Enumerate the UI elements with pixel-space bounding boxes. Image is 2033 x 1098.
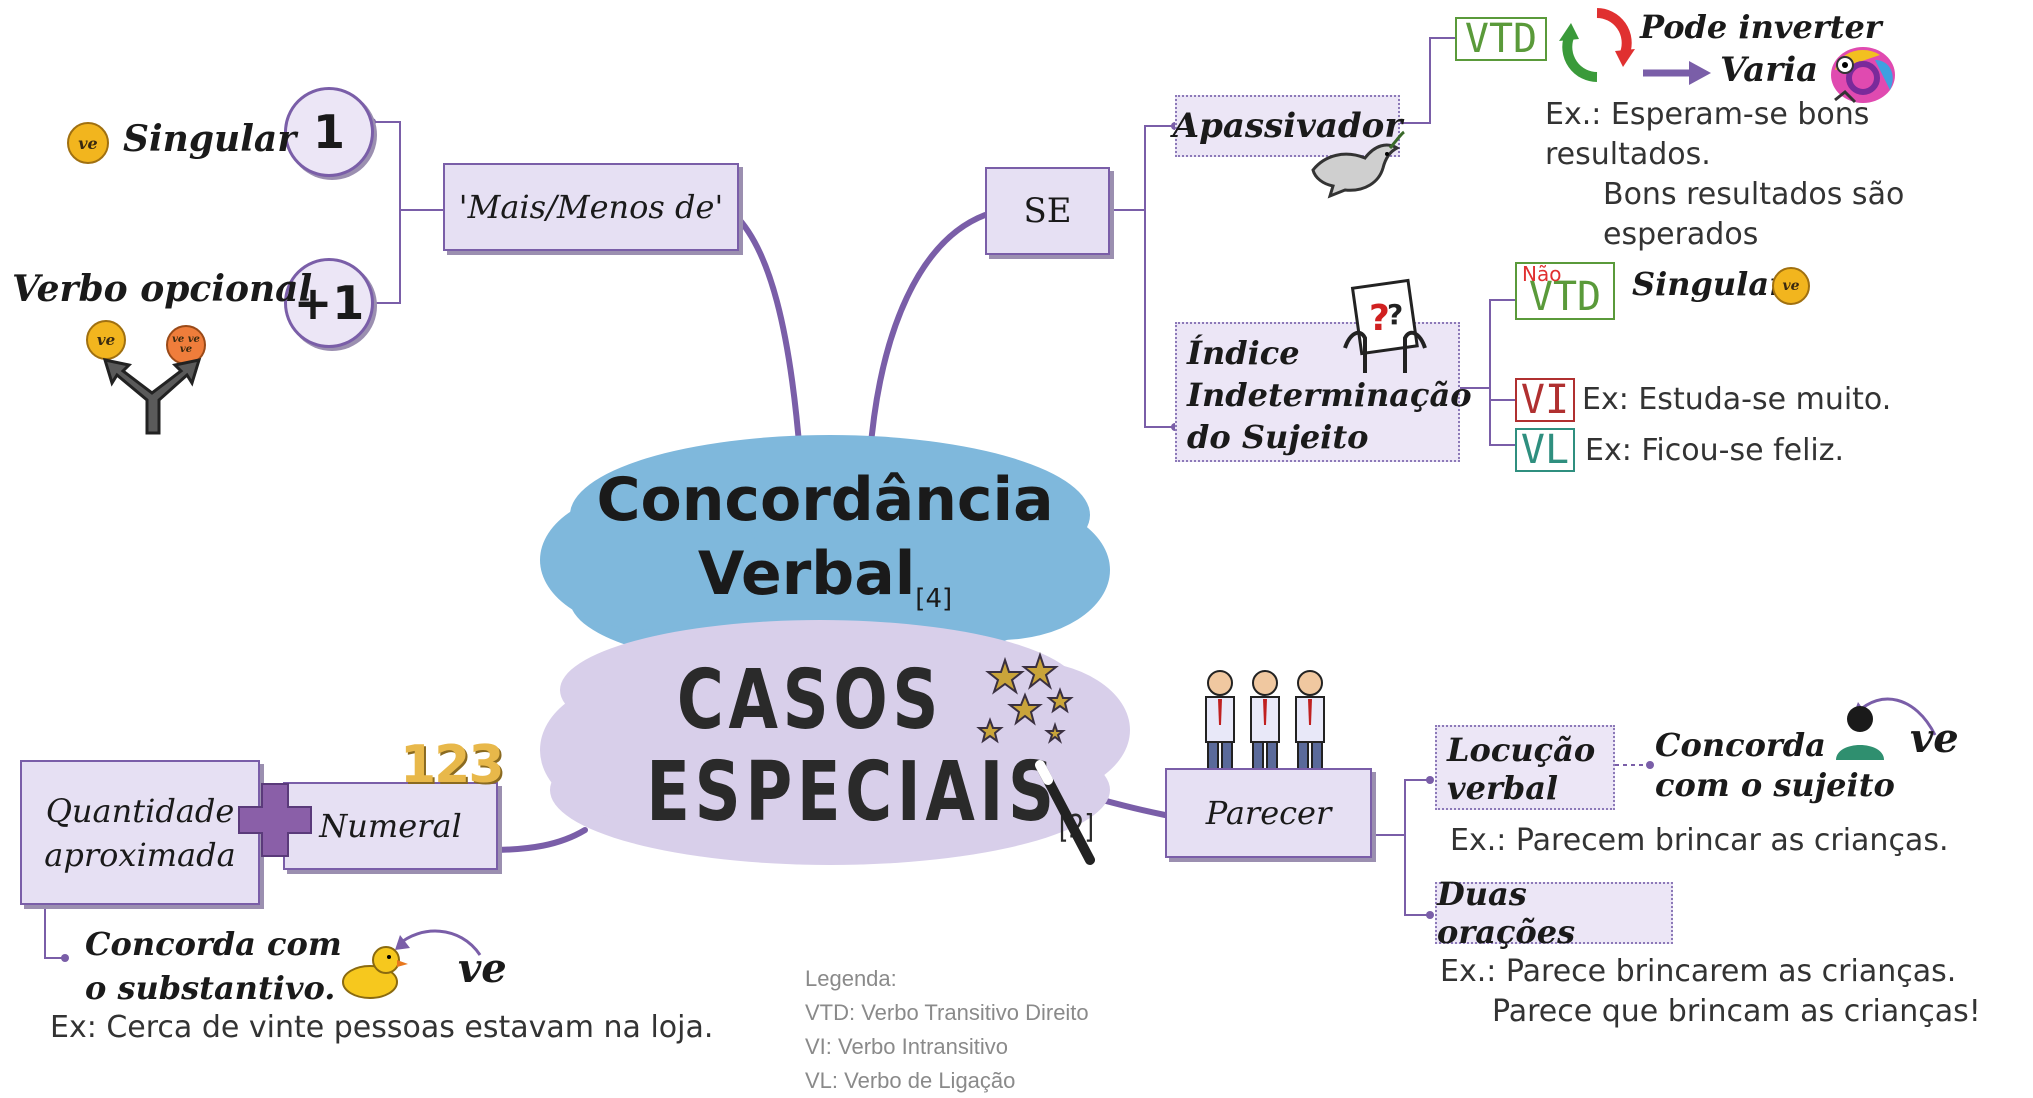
locucao-result-line2: com o sujeito bbox=[1655, 766, 1895, 804]
subtitle-line1: CASOS bbox=[676, 653, 944, 748]
nao-vtd-coin-label: ve bbox=[1782, 278, 1800, 294]
node-parecer[interactable]: Parecer bbox=[1165, 768, 1372, 858]
node-numeral[interactable]: Numeral bbox=[283, 782, 498, 870]
node-duas-oracoes[interactable]: Duas orações bbox=[1435, 875, 1673, 951]
coin-plural-label: ve ve ve bbox=[172, 334, 200, 355]
pode-inverter: Pode inverter bbox=[1640, 8, 1882, 46]
quantidade-line2: aproximada bbox=[44, 835, 236, 874]
parecer-label: Parecer bbox=[1205, 794, 1332, 832]
locucao-result-line1: Concorda bbox=[1655, 726, 1826, 764]
apassivador-label: Apassivador bbox=[1172, 106, 1403, 146]
vl-label: VL bbox=[1520, 427, 1570, 473]
branch-se bbox=[867, 212, 988, 458]
vi-example: Ex: Estuda-se muito. bbox=[1582, 382, 1892, 417]
tag-vi: VI bbox=[1515, 377, 1575, 423]
svg-text:?: ? bbox=[1369, 298, 1390, 339]
svg-text:?: ? bbox=[1387, 298, 1403, 331]
locucao-line1: Locução bbox=[1447, 731, 1596, 769]
vtd-apassivador-label: VTD bbox=[1464, 16, 1538, 62]
apassivador-example: Ex.: Esperam-se bons resultados. Bons re… bbox=[1545, 95, 2033, 255]
circle-plus-one-label: +1 bbox=[293, 276, 365, 330]
coin-plural-icon: ve ve ve bbox=[166, 325, 206, 365]
magic-wand-icon bbox=[976, 651, 1095, 865]
vl-example: Ex: Ficou-se feliz. bbox=[1585, 433, 1845, 468]
mais-menos-label: 'Mais/Menos de' bbox=[458, 188, 724, 226]
locucao-result: Concorda com o sujeito bbox=[1655, 725, 1895, 805]
circle-one-label: 1 bbox=[312, 105, 345, 159]
center-title: Concordância Verbal[4] bbox=[560, 465, 1090, 614]
branch-numeral bbox=[487, 827, 588, 853]
apassivador-example-line1: Ex.: Esperam-se bons resultados. bbox=[1545, 97, 1870, 172]
se-label: SE bbox=[1023, 191, 1072, 231]
legend-vtd: VTD: Verbo Transitivo Direito bbox=[805, 1000, 1089, 1025]
circle-one[interactable]: 1 bbox=[284, 87, 374, 177]
fork-arrow-icon bbox=[102, 358, 202, 435]
legend-vl: VL: Verbo de Ligação bbox=[805, 1068, 1016, 1093]
numeral-result-line2: o substantivo. bbox=[85, 969, 336, 1007]
varia: Varia bbox=[1720, 50, 1819, 90]
node-quantidade[interactable]: Quantidade aproximada bbox=[20, 760, 260, 905]
person-icon bbox=[1836, 706, 1884, 760]
duas-label: Duas orações bbox=[1437, 875, 1576, 951]
indice-line3: do Sujeito bbox=[1187, 418, 1369, 456]
node-se[interactable]: SE bbox=[985, 167, 1110, 255]
apassivador-example-line2: Bons resultados são esperados bbox=[1603, 177, 1905, 252]
duas-example: Ex.: Parece brincarem as crianças. Parec… bbox=[1440, 952, 1981, 1032]
coin-singular-icon: ve bbox=[86, 320, 126, 360]
question-sign-icon: ? ? bbox=[1343, 278, 1427, 373]
legend-vi: VI: Verbo Intransitivo bbox=[805, 1034, 1008, 1059]
branch-mais-menos bbox=[732, 212, 803, 458]
nao-label: Não bbox=[1522, 262, 1562, 286]
verbo-opcional: Verbo opcional bbox=[12, 268, 313, 310]
legend-title: Legenda: bbox=[805, 966, 897, 991]
central-cloud bbox=[540, 435, 1130, 865]
singular-result: Singular bbox=[123, 118, 297, 160]
duas-example-line1: Ex.: Parece brincarem as crianças. bbox=[1440, 954, 1957, 989]
nao-vtd-result: Singular bbox=[1632, 265, 1786, 303]
tag-nao-vtd: VTD bbox=[1515, 262, 1615, 320]
vi-label: VI bbox=[1520, 377, 1570, 423]
singular-coin-label: ve bbox=[78, 133, 98, 153]
numeral-coin: ve bbox=[458, 945, 507, 992]
locucao-example: Ex.: Parecem brincar as crianças. bbox=[1450, 823, 1949, 858]
numeral-result-line1: Concorda com bbox=[85, 925, 342, 963]
indice-line2: Indeterminação bbox=[1187, 376, 1472, 414]
title-line1: Concordância bbox=[596, 465, 1054, 535]
numeral-result: Concorda com o substantivo. bbox=[85, 922, 342, 1010]
chameleon-icon bbox=[1831, 47, 1895, 104]
people-icon bbox=[1205, 670, 1325, 773]
duck-icon bbox=[342, 946, 408, 999]
center-subtitle: CASOS ESPECIAIS[2] bbox=[646, 653, 1094, 872]
indice-line1: Índice bbox=[1187, 334, 1300, 372]
singular-coin-icon: ve bbox=[67, 122, 109, 164]
circle-plus-one[interactable]: +1 bbox=[284, 258, 374, 348]
tag-vtd-apassivador: VTD bbox=[1455, 16, 1547, 62]
node-mais-menos[interactable]: 'Mais/Menos de' bbox=[443, 163, 739, 251]
legend: Legenda: VTD: Verbo Transitivo Direito V… bbox=[805, 962, 1089, 1098]
locucao-line2: verbal bbox=[1447, 769, 1559, 807]
numeral-example: Ex: Cerca de vinte pessoas estavam na lo… bbox=[50, 1010, 714, 1045]
title-line2: Verbal bbox=[697, 539, 916, 609]
node-apassivador[interactable]: Apassivador bbox=[1172, 95, 1403, 157]
parecer-coin: ve bbox=[1910, 715, 1959, 762]
numeral-label: Numeral bbox=[319, 807, 462, 845]
nao-vtd-label: VTD bbox=[1528, 274, 1602, 320]
title-ref: [4] bbox=[915, 584, 953, 614]
node-locucao[interactable]: Locução verbal bbox=[1435, 725, 1615, 810]
duas-example-line2: Parece que brincam as crianças! bbox=[1492, 994, 1981, 1029]
subtitle-line2: ESPECIAIS bbox=[646, 745, 1059, 840]
numbers-icon: 123 bbox=[400, 735, 505, 795]
plus-icon bbox=[238, 783, 312, 857]
quantidade-line1: Quantidade bbox=[45, 791, 235, 830]
coin-singular-label: ve bbox=[96, 331, 116, 349]
tag-vl: VL bbox=[1515, 427, 1575, 473]
invert-arrows-icon bbox=[1559, 8, 1635, 82]
nao-vtd-coin-icon: ve bbox=[1772, 267, 1810, 305]
dove-icon bbox=[1311, 130, 1405, 199]
arrow-right-icon bbox=[1643, 61, 1711, 85]
